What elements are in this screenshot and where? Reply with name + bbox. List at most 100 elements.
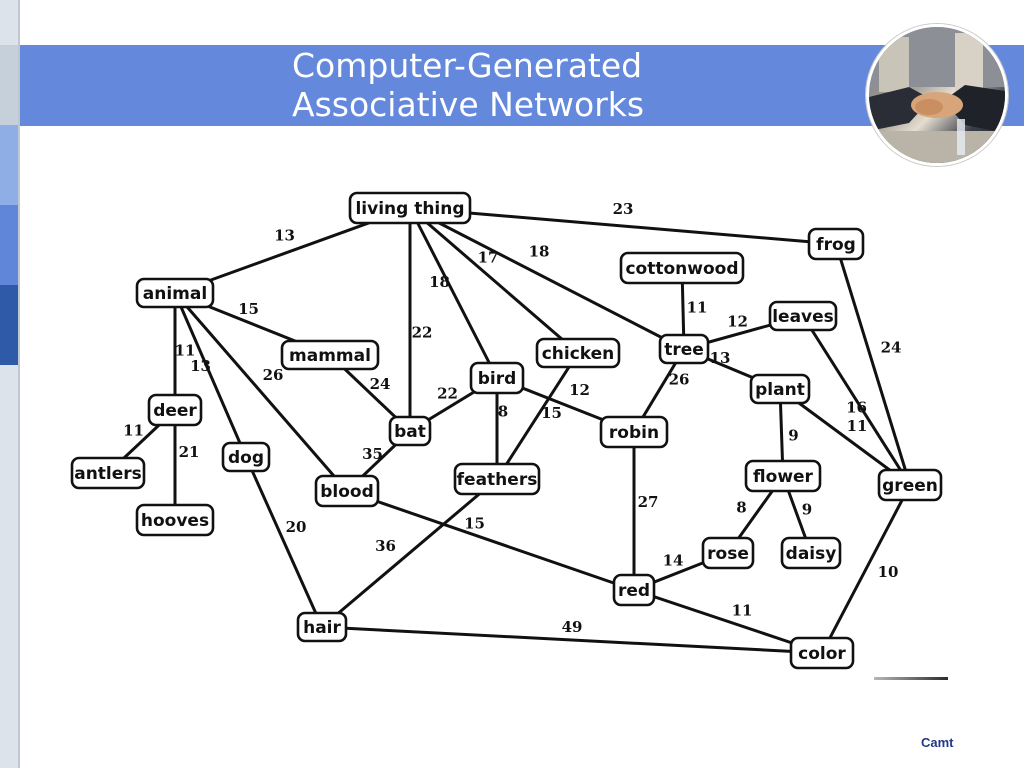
edge-chicken-feathers: [495, 352, 580, 480]
accent-segment: [0, 125, 18, 205]
node-box: [599, 415, 669, 449]
node-label: frog: [816, 235, 856, 255]
node-label: green: [882, 476, 938, 496]
node-label: red: [618, 581, 650, 601]
node-dog: dog: [221, 441, 271, 473]
edge-weight-label: 18: [529, 243, 550, 261]
edge-weight-label: 15: [541, 404, 562, 422]
edge-weight-label: 14: [663, 552, 684, 570]
node-label: rose: [707, 544, 749, 564]
node-green: green: [877, 468, 943, 502]
edge-weight-label: 11: [732, 602, 753, 620]
decorative-line: [874, 677, 948, 680]
edge-weight-label: 13: [190, 357, 211, 375]
accent-segment: [0, 285, 18, 365]
node-label: mammal: [289, 346, 371, 366]
node-red: red: [612, 573, 656, 607]
edge-weight-label: 15: [464, 515, 485, 533]
node-label: tree: [664, 340, 704, 360]
node-bat: bat: [388, 415, 432, 447]
edge-weight-label: 12: [727, 313, 748, 331]
node-hair: hair: [296, 611, 348, 643]
node-leaves: leaves: [768, 300, 838, 332]
node-box: [701, 536, 755, 570]
edge-green-color: [820, 484, 912, 654]
edge-weight-label: 8: [736, 499, 746, 517]
edge-leaves-green: [801, 315, 912, 486]
node-label: antlers: [74, 464, 142, 484]
node-label: animal: [143, 284, 207, 304]
edge-weight-label: 23: [613, 200, 634, 218]
edge-weight-label: 20: [286, 518, 307, 536]
node-daisy: daisy: [780, 536, 842, 570]
edge-weight-label: 36: [375, 537, 396, 555]
node-label: cottonwood: [625, 259, 738, 279]
node-mammal: mammal: [280, 339, 380, 371]
node-label: bat: [394, 422, 426, 442]
node-label: hooves: [141, 511, 209, 531]
edge-frog-green: [834, 243, 912, 486]
edge-blood-red: [346, 489, 635, 592]
edge-animal-dog: [173, 292, 248, 458]
node-box: [314, 474, 380, 508]
edge-feathers-hair: [321, 477, 498, 629]
node-living-thing: living thing: [348, 191, 472, 225]
node-box: [135, 503, 215, 537]
edge-weight-label: 11: [847, 417, 868, 435]
edge-living-thing-frog: [409, 206, 837, 246]
edge-weight-label: 22: [437, 385, 458, 403]
edge-dog-hair: [244, 456, 324, 628]
node-hooves: hooves: [135, 503, 215, 537]
edge-hair-color: [321, 625, 823, 655]
node-label: daisy: [786, 544, 837, 564]
edge-weight-label: 13: [710, 349, 731, 367]
node-label: plant: [755, 380, 805, 400]
node-box: [744, 459, 822, 493]
edge-weight-label: 16: [846, 399, 867, 417]
node-label: deer: [153, 401, 197, 421]
node-box: [135, 277, 215, 309]
edge-weight-label: 35: [362, 445, 383, 463]
node-label: hair: [303, 618, 341, 638]
node-box: [348, 191, 472, 225]
edge-weight-label: 27: [638, 493, 659, 511]
node-box: [768, 300, 838, 332]
node-box: [453, 462, 541, 496]
node-frog: frog: [807, 227, 865, 261]
edge-living-thing-bird: [408, 207, 499, 379]
edge-weight-label: 11: [123, 422, 144, 440]
node-label: flower: [753, 467, 814, 487]
edge-living-thing-chicken: [409, 206, 579, 355]
edge-weight-label: 9: [788, 427, 798, 445]
edge-weight-label: 26: [669, 371, 690, 389]
node-box: [749, 373, 811, 405]
slide-title: Computer-Generated Associative Networks: [292, 46, 644, 124]
node-deer: deer: [147, 393, 203, 427]
edge-weight-label: 24: [881, 339, 902, 357]
node-label: bird: [478, 369, 517, 389]
node-box: [280, 339, 380, 371]
node-box: [780, 536, 842, 570]
edge-living-thing-tree: [409, 206, 685, 351]
node-chicken: chicken: [535, 337, 621, 369]
node-label: robin: [609, 423, 659, 443]
edge-weight-label: 49: [562, 618, 583, 636]
node-bird: bird: [469, 361, 525, 395]
edge-weight-label: 26: [263, 366, 284, 384]
node-box: [469, 361, 525, 395]
node-cottonwood: cottonwood: [619, 251, 745, 285]
edge-weight-label: 21: [179, 443, 200, 461]
edge-weight-label: 18: [429, 273, 450, 291]
node-rose: rose: [701, 536, 755, 570]
node-box: [535, 337, 621, 369]
node-label: blood: [320, 482, 374, 502]
edge-weight-label: 15: [238, 300, 259, 318]
node-label: dog: [228, 448, 264, 468]
node-box: [877, 468, 943, 502]
node-box: [296, 611, 348, 643]
node-box: [619, 251, 745, 285]
edge-weight-label: 11: [687, 299, 708, 317]
edge-animal-blood: [173, 292, 349, 492]
edge-weight-label: 17: [478, 249, 499, 267]
edge-weight-label: 12: [569, 381, 590, 399]
